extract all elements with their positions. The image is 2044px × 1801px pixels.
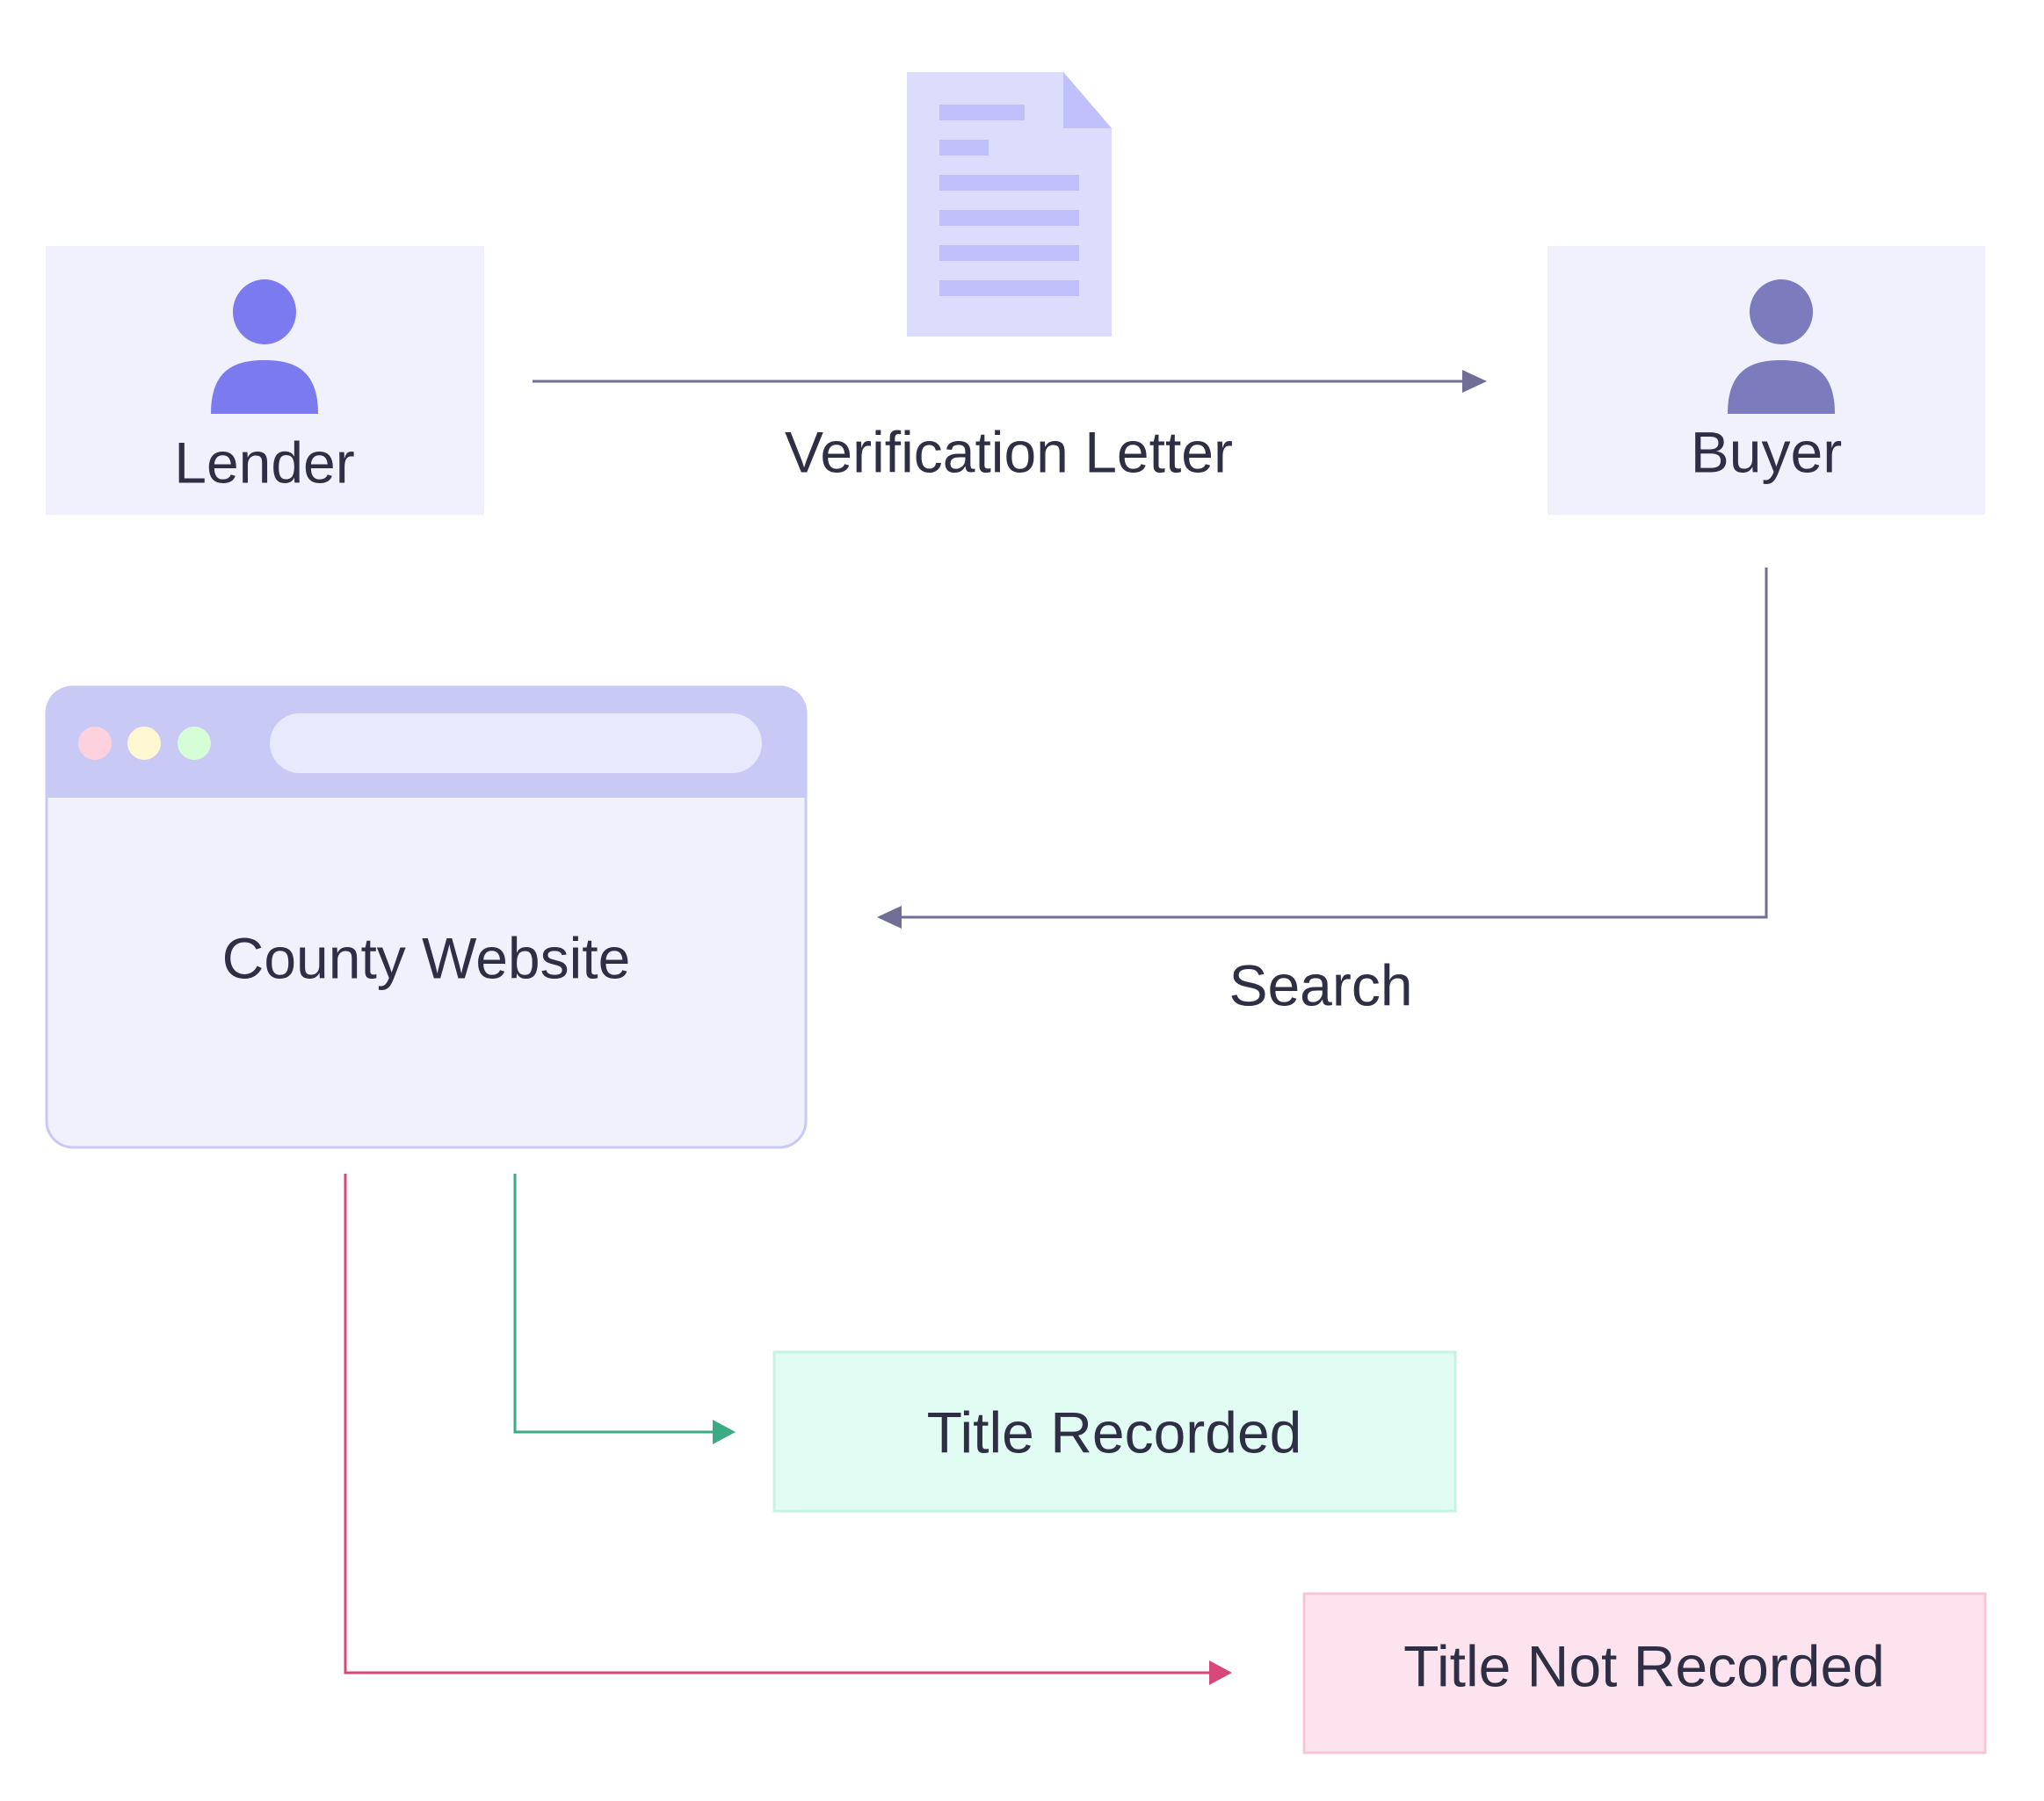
arrowhead-left-icon (877, 906, 902, 929)
buyer-person-icon (1728, 279, 1835, 414)
arrowhead-right-icon (713, 1420, 736, 1444)
lender-person-icon (211, 279, 318, 414)
title-recorded-arrow (513, 1174, 736, 1444)
window-close-dot-icon (78, 727, 112, 760)
county-website-label: County Website (222, 925, 631, 990)
title-recorded-box (772, 1350, 1457, 1513)
window-maximize-dot-icon (178, 727, 211, 760)
title-not-recorded-label: Title Not Recorded (1403, 1633, 1885, 1698)
title-not-recorded-node: Title Not Recorded (1302, 1592, 1987, 1754)
verification-letter-arrow (533, 370, 1487, 393)
arrowhead-right-icon (1462, 370, 1487, 393)
buyer-node: Buyer (1547, 246, 1985, 515)
document-icon (907, 72, 1112, 336)
arrowhead-right-icon (1209, 1660, 1232, 1685)
lender-label: Lender (174, 430, 355, 495)
address-bar (270, 713, 762, 773)
search-label: Search (1229, 952, 1412, 1017)
county-website-node: County Website (45, 685, 808, 1149)
verification-letter-label: Verification Letter (785, 419, 1233, 484)
title-recorded-node: Title Recorded (772, 1350, 1457, 1513)
title-recorded-label: Title Recorded (927, 1400, 1302, 1465)
buyer-label: Buyer (1691, 419, 1842, 484)
title-not-recorded-box (1302, 1592, 1987, 1754)
window-minimize-dot-icon (127, 727, 161, 760)
title-not-recorded-arrow (344, 1174, 1232, 1685)
lender-node: Lender (46, 246, 484, 515)
search-arrow (877, 568, 1768, 929)
